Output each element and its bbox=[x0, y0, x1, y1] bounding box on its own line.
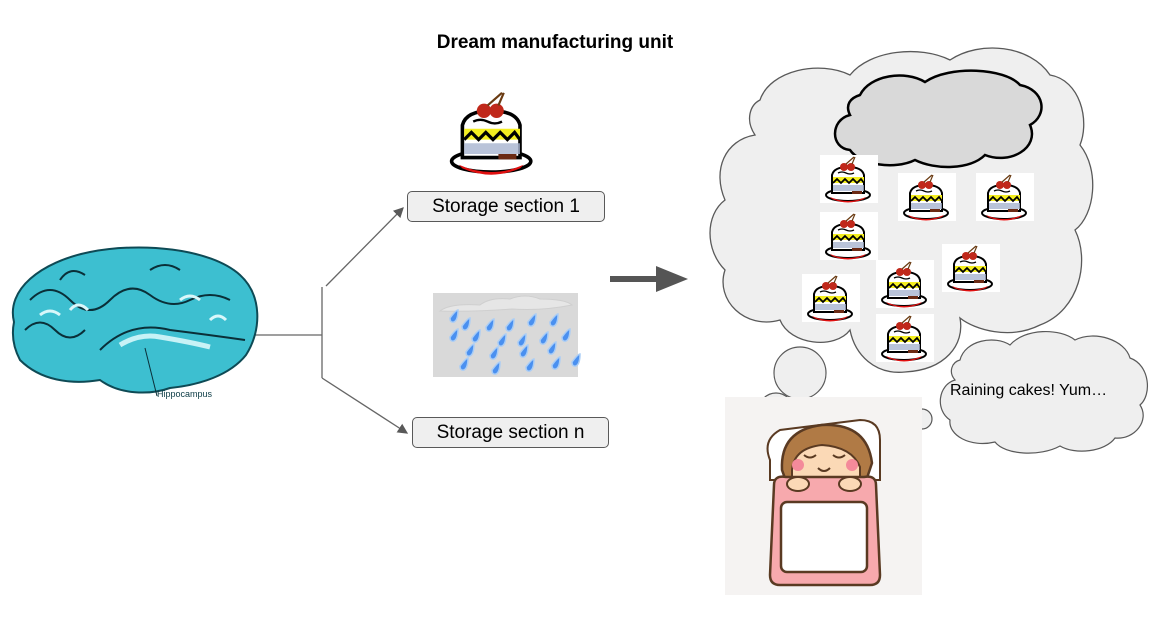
cake-icon-dream bbox=[976, 173, 1034, 222]
cake-icon-dream bbox=[802, 274, 860, 323]
raindrop-icon bbox=[527, 313, 537, 327]
raindrop-icon bbox=[517, 333, 527, 347]
dream-speech-text: Raining cakes! Yum… bbox=[950, 382, 1108, 399]
hippocampus-label: Hippocampus bbox=[157, 389, 213, 399]
rain-illustration bbox=[433, 293, 581, 377]
storage-section-n: Storage section n bbox=[412, 417, 609, 448]
sleeping-girl-illustration bbox=[725, 397, 922, 595]
storage-section-1-label: Storage section 1 bbox=[432, 195, 580, 217]
right-arrow-icon bbox=[610, 266, 688, 292]
cake-icon-dream bbox=[876, 260, 934, 309]
storage-section-1: Storage section 1 bbox=[407, 191, 605, 222]
raindrop-icon bbox=[459, 357, 469, 371]
cake-icon-dream bbox=[876, 314, 934, 363]
cake-icon-dream bbox=[942, 244, 1000, 293]
raindrop-icon bbox=[449, 328, 459, 342]
cake-icon-dream bbox=[898, 173, 956, 222]
storage-section-n-label: Storage section n bbox=[436, 421, 585, 443]
cake-icon-dream bbox=[820, 212, 878, 261]
raindrop-icon bbox=[497, 333, 507, 347]
raindrop-icon bbox=[547, 341, 557, 355]
thought-bubble-large bbox=[773, 346, 827, 400]
raindrop-icon bbox=[551, 356, 561, 370]
raindrop-icon bbox=[449, 309, 459, 323]
raindrop-icon bbox=[491, 361, 501, 375]
arrow-to-storage-1 bbox=[325, 207, 404, 287]
raindrop-icon bbox=[539, 331, 549, 345]
raindrop-icon bbox=[561, 328, 571, 342]
cake-icon-dream bbox=[820, 155, 878, 204]
diagram-title: Dream manufacturing unit bbox=[436, 32, 674, 53]
cake-icon-storage bbox=[449, 91, 533, 177]
raindrop-icon bbox=[471, 329, 481, 343]
arrow-to-storage-n bbox=[321, 377, 409, 434]
raindrop-icon bbox=[505, 318, 515, 332]
raindrop-icon bbox=[461, 317, 471, 331]
raindrop-icon bbox=[489, 346, 499, 360]
speech-cloud bbox=[939, 330, 1148, 454]
raindrop-icon bbox=[485, 318, 495, 332]
raindrop-icon bbox=[549, 313, 559, 327]
brain-illustration bbox=[11, 246, 259, 397]
raindrop-icon bbox=[465, 343, 475, 357]
raindrop-icon bbox=[571, 353, 581, 367]
raindrop-icon bbox=[525, 358, 535, 372]
raindrop-icon bbox=[519, 344, 529, 358]
